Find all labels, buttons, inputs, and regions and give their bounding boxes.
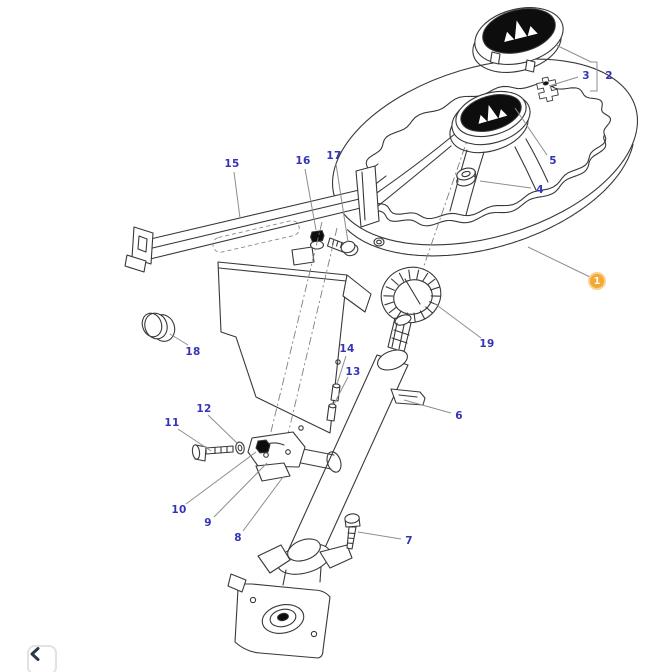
callout-2[interactable]: 2	[605, 70, 613, 82]
callout-15[interactable]: 15	[224, 158, 239, 170]
cap-tab	[489, 51, 501, 65]
leader-line	[403, 399, 452, 414]
column-base-casting	[257, 538, 353, 586]
wheel-spokes	[370, 132, 549, 216]
callout-14[interactable]: 14	[339, 343, 354, 355]
clamp-plate	[247, 431, 306, 468]
leader-line	[514, 107, 548, 156]
callout-5[interactable]: 5	[549, 155, 557, 167]
leader-line	[336, 355, 347, 385]
blanking-cap	[141, 312, 176, 342]
plate-washer	[373, 237, 385, 247]
callout-8[interactable]: 8	[234, 532, 242, 544]
lower-clamp-bolt	[344, 513, 361, 550]
clamp-washer-12	[235, 441, 245, 455]
collapse-panel-button[interactable]	[27, 645, 57, 672]
clamp-lower-lug	[255, 462, 291, 482]
support-bracket	[124, 165, 385, 273]
callout-18[interactable]: 18	[185, 346, 200, 358]
leader-line	[335, 163, 349, 243]
leader-line	[242, 476, 284, 532]
callout-13[interactable]: 13	[345, 366, 360, 378]
leader-line	[169, 333, 189, 346]
steering-box-housing	[227, 573, 331, 659]
clamp-bracket-assembly	[191, 431, 342, 482]
leader-line	[357, 531, 402, 540]
bracket-end-plate	[355, 165, 380, 228]
wheel-hub	[449, 90, 531, 154]
brand-logo-icon	[504, 20, 538, 42]
callout-layer: 2 3 5 4 15 16 17 18 19 14 13 6 12 11 10 9 8 7 1	[164, 44, 613, 547]
callout-11[interactable]: 11	[164, 417, 179, 429]
callout-19[interactable]: 19	[479, 338, 494, 350]
callout-group-bracket	[590, 61, 598, 92]
cap-assembly	[472, 7, 564, 102]
leader-line	[304, 168, 317, 231]
bracket-nut-16	[309, 229, 325, 250]
leader-line	[548, 76, 579, 87]
clamp-nut-10	[255, 439, 271, 454]
leader-line	[177, 428, 212, 452]
highlighted-callout-number: 1	[594, 276, 601, 287]
steering-column	[227, 314, 426, 659]
callout-12[interactable]: 12	[196, 403, 211, 415]
leader-line	[207, 414, 239, 445]
clamp-bolt-11	[191, 444, 234, 462]
leader-line	[555, 44, 592, 63]
callout-17[interactable]: 17	[326, 150, 341, 162]
leader-line	[527, 246, 591, 278]
bolt-axis-centerline	[283, 227, 338, 452]
cowl-panel	[217, 221, 372, 452]
leader-line	[233, 171, 241, 219]
panel-flap	[342, 274, 372, 313]
steering-wheel-nut	[456, 167, 477, 187]
callout-10[interactable]: 10	[171, 504, 186, 516]
callout-16[interactable]: 16	[295, 155, 310, 167]
column-clamp-lug	[390, 388, 426, 406]
leader-line	[433, 302, 482, 339]
callout-6[interactable]: 6	[455, 410, 463, 422]
bearing-ring	[380, 266, 442, 324]
leader-line	[213, 462, 268, 518]
bolt-axis-centerline	[267, 221, 323, 445]
retaining-clip	[536, 76, 559, 102]
highlighted-callout[interactable]	[588, 272, 606, 290]
brand-logo-icon	[478, 104, 508, 124]
callout-3[interactable]: 3	[582, 70, 590, 82]
bracket-left-end	[131, 226, 154, 265]
chevron-left-icon	[30, 647, 40, 661]
callout-7[interactable]: 7	[405, 535, 413, 547]
splined-shaft-top	[387, 314, 412, 353]
leader-line	[185, 451, 257, 505]
callout-9[interactable]: 9	[204, 517, 212, 529]
callout-4[interactable]: 4	[536, 184, 544, 196]
leader-line	[333, 376, 349, 405]
beam-cutout-outline	[212, 220, 300, 253]
leader-line	[479, 180, 532, 189]
cap-tab	[524, 59, 536, 73]
